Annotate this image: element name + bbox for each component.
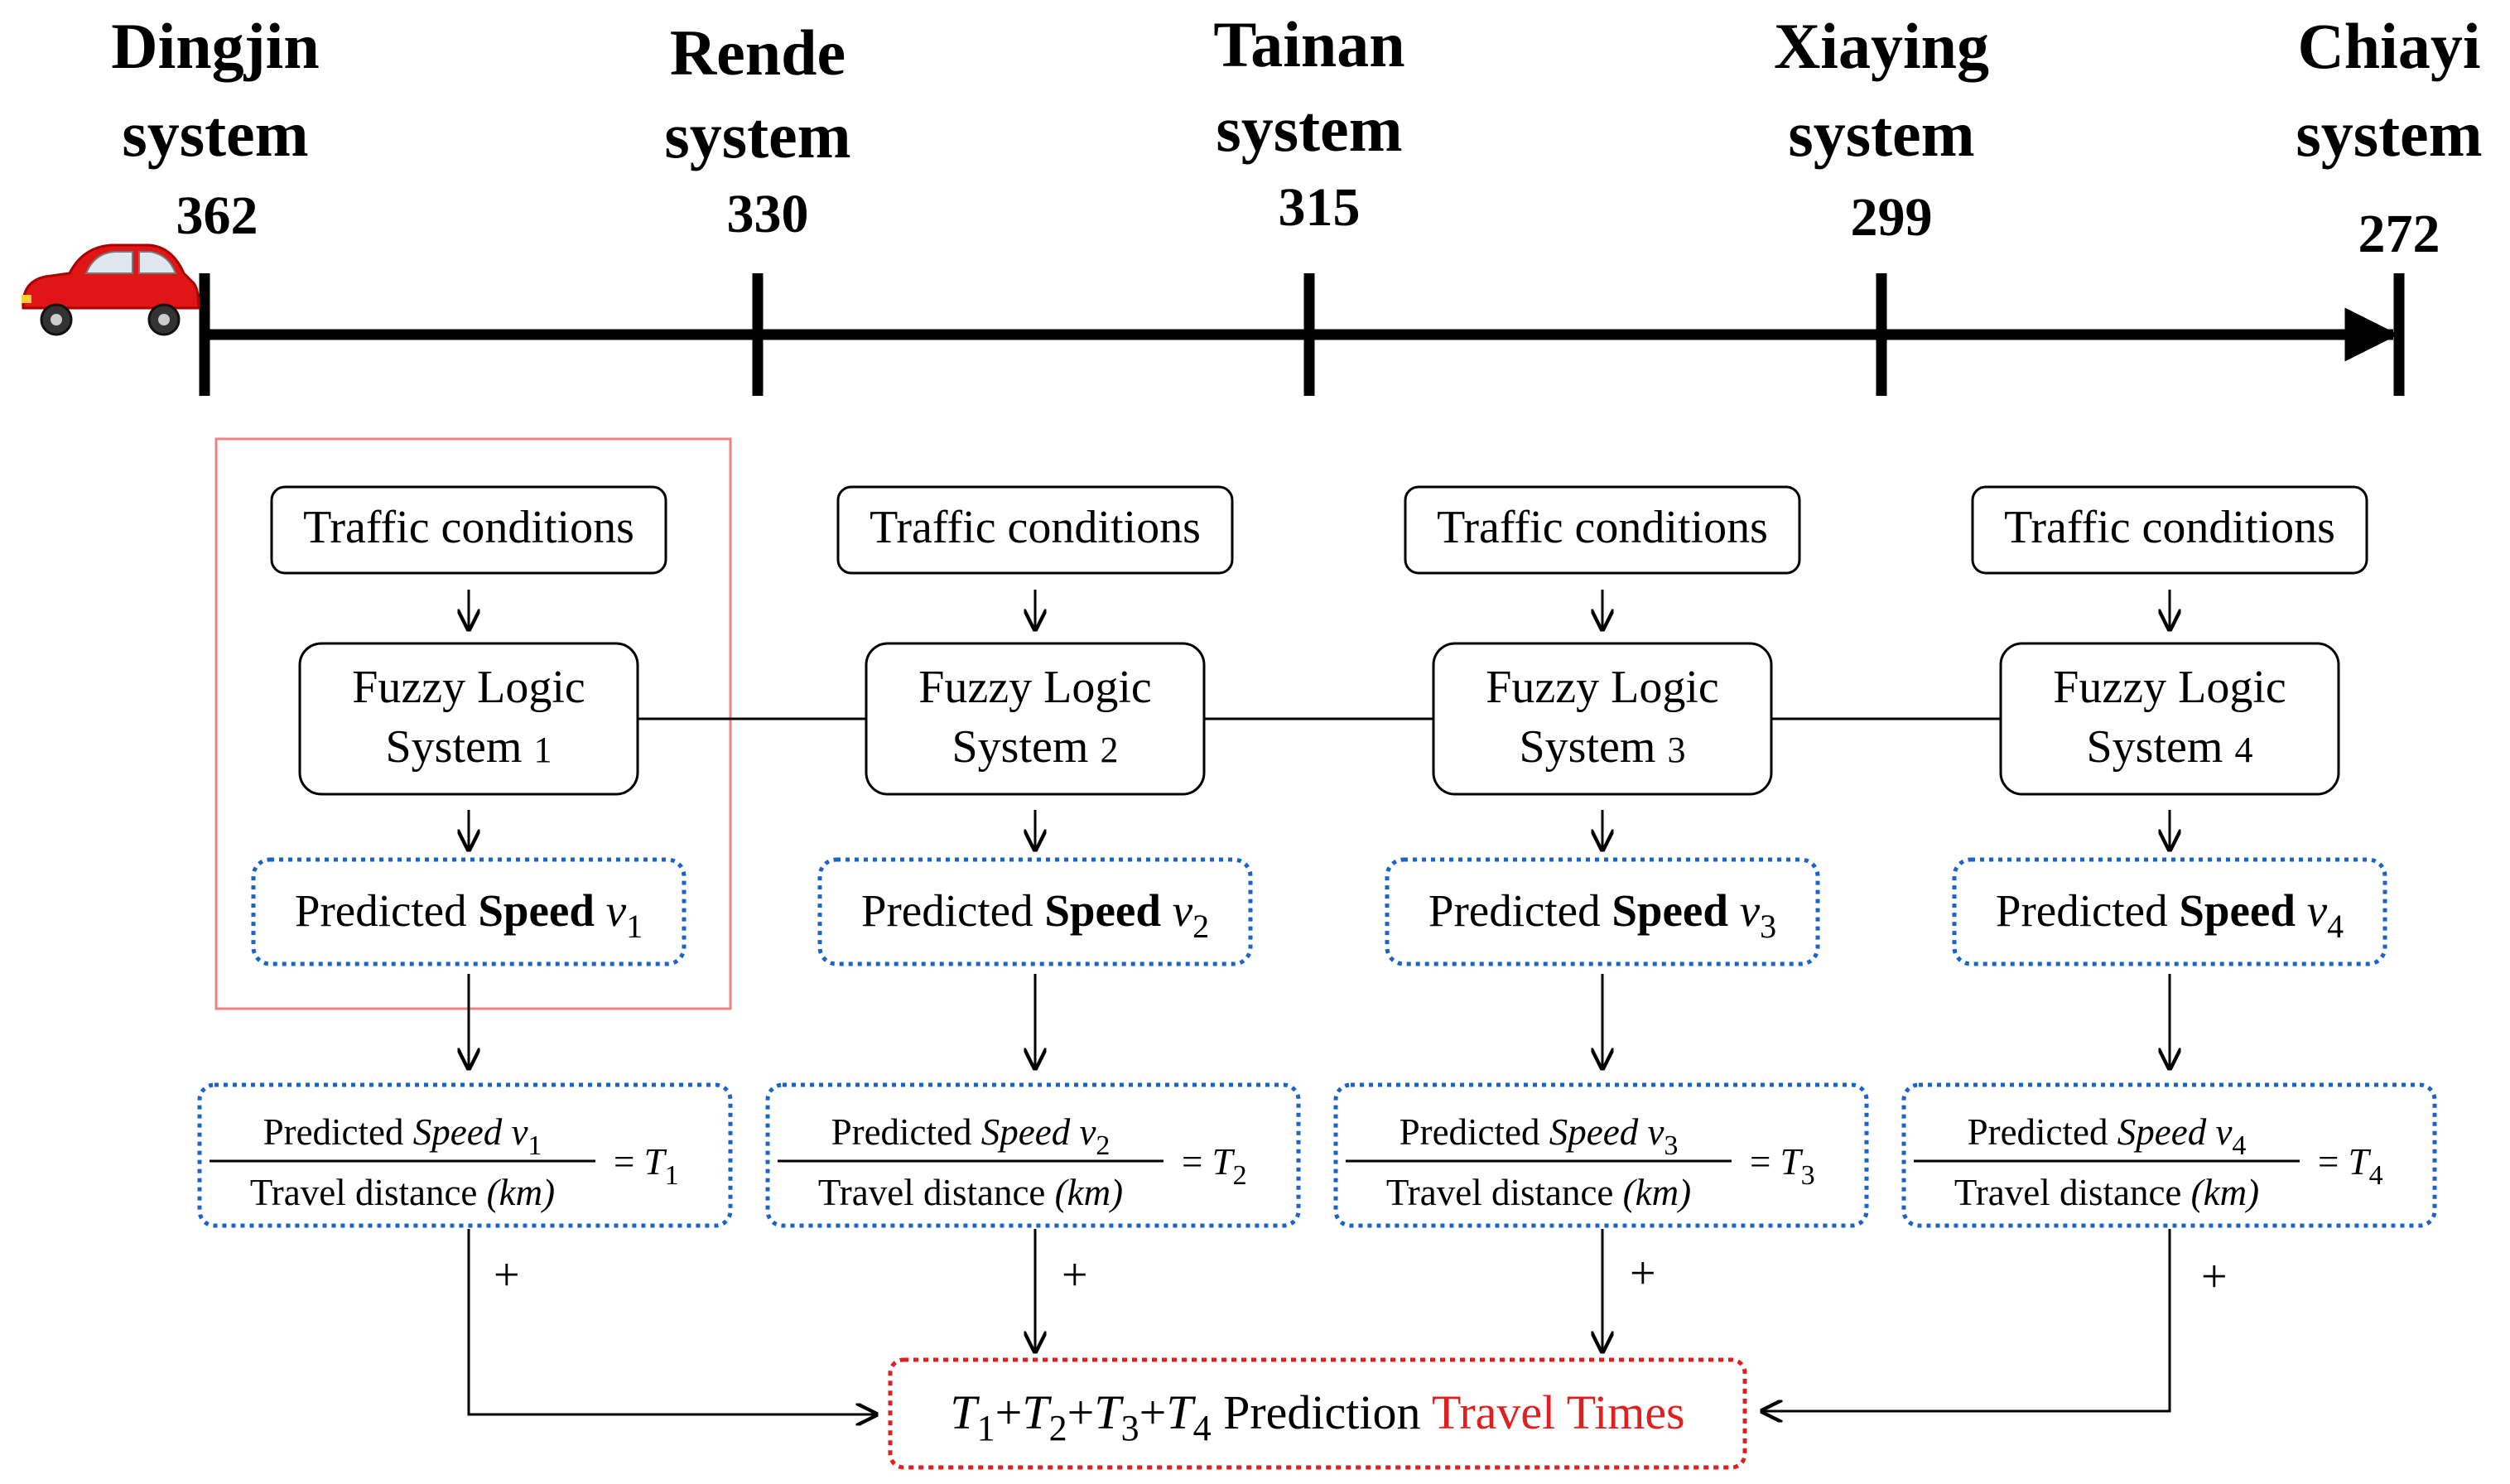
formula-denominator: Travel distance (km) — [1954, 1172, 2259, 1213]
formula-result: = T3 — [1750, 1141, 1815, 1191]
station-name: Xiaying — [1774, 10, 1989, 82]
total-box — [888, 1357, 1747, 1470]
fls-label-line1: Fuzzy Logic — [1486, 662, 1718, 713]
plus-sign: + — [494, 1250, 520, 1301]
formula-denominator: Travel distance (km) — [818, 1172, 1123, 1213]
sum-arrow-4 — [1762, 1229, 2171, 1411]
formula-denominator: Travel distance (km) — [1386, 1172, 1691, 1213]
traffic-conditions-box — [836, 485, 1234, 575]
fls-label-line1: Fuzzy Logic — [918, 662, 1151, 713]
predicted-speed-box — [1385, 857, 1820, 966]
station-system-label: system — [122, 98, 308, 170]
total-section: T1+T2+T3+T4 Prediction Travel Times — [888, 1357, 1747, 1470]
traffic-conditions-label: Traffic conditions — [303, 502, 634, 553]
formula-result: = T2 — [1182, 1141, 1247, 1191]
predicted-speed-label: Predicted Speed v3 — [1428, 885, 1776, 945]
station-km: 330 — [727, 184, 809, 244]
formula-numerator: Predicted Speed v3 — [1400, 1111, 1679, 1161]
formula-result: = T1 — [614, 1141, 679, 1191]
station-km: 315 — [1279, 177, 1361, 238]
station-system-label: system — [1788, 98, 1974, 170]
car-icon — [22, 243, 200, 336]
predicted-speed-box — [251, 857, 687, 966]
predicted-speed-label: Predicted Speed v1 — [295, 885, 643, 945]
formula-numerator: Predicted Speed v1 — [263, 1111, 542, 1161]
total-formula: T1+T2+T3+T4 Prediction Travel Times — [950, 1385, 1684, 1448]
formula-numerator: Predicted Speed v4 — [1968, 1111, 2247, 1161]
plus-sign: + — [1630, 1248, 1656, 1299]
traffic-conditions-label: Traffic conditions — [1437, 502, 1768, 553]
station-name: Dingjin — [111, 10, 319, 82]
station-km: 299 — [1851, 187, 1933, 248]
sum-arrow-1 — [467, 1229, 876, 1414]
formula-result: = T4 — [2318, 1141, 2383, 1191]
timeline: Dingjin system 362 Rende system 330 Tainan syst… — [111, 8, 2483, 396]
station-km: 362 — [176, 186, 258, 246]
station-system-label: system — [2296, 98, 2482, 170]
fls-label-line2: System 4 — [2087, 721, 2253, 773]
predicted-speed-box — [1952, 857, 2387, 966]
fls-label-line2: System 1 — [386, 721, 552, 773]
station-ticks — [199, 273, 2405, 396]
traffic-conditions-box — [1404, 485, 1801, 575]
plus-sign: + — [1062, 1250, 1088, 1301]
plus-sign: + — [2201, 1251, 2228, 1303]
fls-label-line2: System 2 — [952, 721, 1119, 773]
predicted-speed-label: Predicted Speed v2 — [861, 885, 1209, 945]
fls-label-line1: Fuzzy Logic — [352, 662, 585, 713]
station-name: Tainan — [1213, 8, 1404, 80]
fls-label-line2: System 3 — [1520, 721, 1686, 773]
formula-denominator: Travel distance (km) — [250, 1172, 555, 1213]
traffic-conditions-label: Traffic conditions — [2004, 502, 2335, 553]
predicted-speed-label: Predicted Speed v4 — [1996, 885, 2344, 945]
traffic-conditions-box — [270, 485, 667, 575]
station-labels: Dingjin system 362 Rende system 330 Tainan syst… — [111, 8, 2482, 264]
station-name: Chiayi — [2297, 10, 2480, 82]
segment-1-highlight — [214, 437, 732, 1010]
traffic-conditions-label: Traffic conditions — [870, 502, 1201, 553]
predicted-speed-box — [817, 857, 1253, 966]
formula-numerator: Predicted Speed v2 — [831, 1111, 1110, 1161]
total-arrows — [467, 1229, 2171, 1414]
station-km: 272 — [2358, 204, 2440, 264]
station-system-label: system — [664, 99, 850, 171]
fls-label-line1: Fuzzy Logic — [2053, 662, 2286, 713]
station-name: Rende — [670, 17, 845, 89]
traffic-conditions-box — [1971, 485, 2368, 575]
station-system-label: system — [1216, 93, 1402, 165]
